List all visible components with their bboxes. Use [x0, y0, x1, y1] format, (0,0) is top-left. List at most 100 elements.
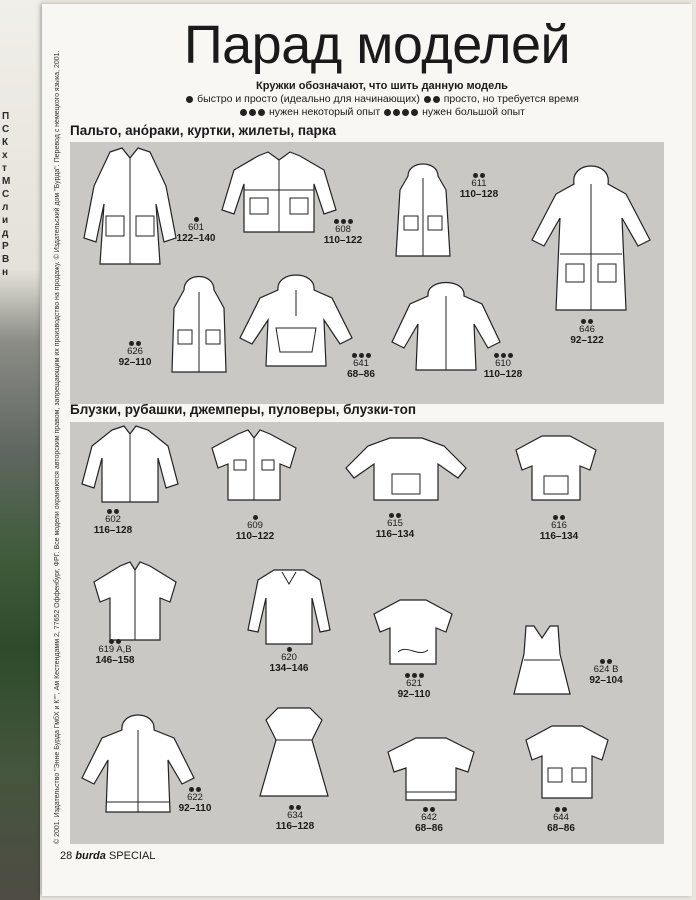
hooded-vest-illustration [390, 156, 456, 260]
dot-icon [500, 352, 506, 358]
dot-icon [107, 508, 112, 514]
dot-icon [340, 218, 346, 224]
dot-icon [411, 108, 419, 116]
dot-icon [588, 318, 593, 324]
magazine-page: Парад моделей Кружки обозначают, что шит… [42, 4, 692, 896]
dot-icon [396, 512, 401, 518]
dot-icon [607, 658, 612, 664]
page-footer: 28 burda SPECIAL [60, 850, 155, 862]
page-number: 28 [60, 850, 73, 862]
copyright-vertical: © 2001. Издательство "Энне Бурда ГмбХ и … [54, 50, 61, 844]
tank-dress-illustration [512, 624, 572, 696]
dot-icon [296, 804, 301, 810]
dot-icon [423, 95, 431, 103]
dot-icon [493, 352, 499, 358]
raglan-tee-illustration [368, 596, 458, 668]
dot-icon [286, 646, 292, 652]
dot-icon [473, 172, 478, 178]
dot-icon [402, 108, 410, 116]
hooded-jacket-illustration [78, 708, 198, 816]
dot-icon [581, 318, 586, 324]
dot-icon [555, 806, 560, 812]
dot-icon [507, 352, 513, 358]
parka-illustration [526, 154, 656, 314]
dot-icon [109, 638, 114, 644]
dot-icon [423, 806, 428, 812]
dot-icon [189, 786, 194, 792]
dot-icon [258, 108, 266, 116]
dot-icon [249, 108, 257, 116]
section-title-outerwear: Пальто, ано́раки, куртки, жилеты, парка [70, 123, 337, 138]
short-sleeve-shirt-illustration [88, 560, 182, 644]
legend-line-1: быстро и просто (идеально для начинающих… [152, 93, 612, 106]
dot-icon [333, 218, 339, 224]
dot-icon [562, 806, 567, 812]
dress-illustration [256, 704, 332, 800]
coat-illustration [80, 146, 180, 268]
shirt-illustration [80, 424, 180, 504]
dot-icon [347, 218, 353, 224]
blouse-illustration [246, 566, 332, 648]
dot-icon [358, 352, 364, 358]
dot-icon [193, 216, 199, 222]
hooded-vest-illustration [166, 268, 232, 380]
dot-icon [136, 340, 141, 346]
dot-icon [553, 514, 558, 520]
raglan-pullover-illustration [344, 434, 468, 504]
dot-icon [404, 672, 410, 678]
legend-heading: Кружки обозначают, что шить данную модел… [256, 80, 508, 92]
jacket-illustration [220, 150, 338, 236]
dot-icon [240, 108, 248, 116]
anorak-illustration [236, 266, 356, 372]
page-title: Парад моделей [183, 15, 571, 75]
dot-icon [432, 95, 440, 103]
dot-icon [384, 108, 392, 116]
dot-icon [289, 804, 294, 810]
section-title-tops: Блузки, рубашки, джемперы, пуловеры, блу… [70, 402, 417, 417]
dot-icon [430, 806, 435, 812]
dot-icon [389, 512, 394, 518]
dot-icon [600, 658, 605, 664]
tunic-illustration [522, 722, 612, 802]
dot-icon [560, 514, 565, 520]
short-sleeve-shirt-illustration [208, 428, 300, 504]
raglan-tee-illustration [510, 432, 602, 504]
edition-label: SPECIAL [108, 850, 156, 862]
dot-icon [411, 672, 417, 678]
difficulty-legend: Кружки обозначают, что шить данную модел… [152, 80, 612, 119]
dot-icon [418, 672, 424, 678]
dot-icon [116, 638, 121, 644]
tee-illustration [382, 734, 480, 804]
dot-icon [114, 508, 119, 514]
brand-logo: burda [75, 850, 106, 862]
dot-icon [196, 786, 201, 792]
hooded-jacket-illustration [388, 274, 504, 374]
legend-line-2: нужен некоторый опыт нужен большой опыт [152, 106, 612, 119]
dot-icon [393, 108, 401, 116]
dot-icon [252, 514, 258, 520]
dot-icon [129, 340, 134, 346]
dot-icon [351, 352, 357, 358]
dot-icon [186, 95, 194, 103]
dot-icon [365, 352, 371, 358]
